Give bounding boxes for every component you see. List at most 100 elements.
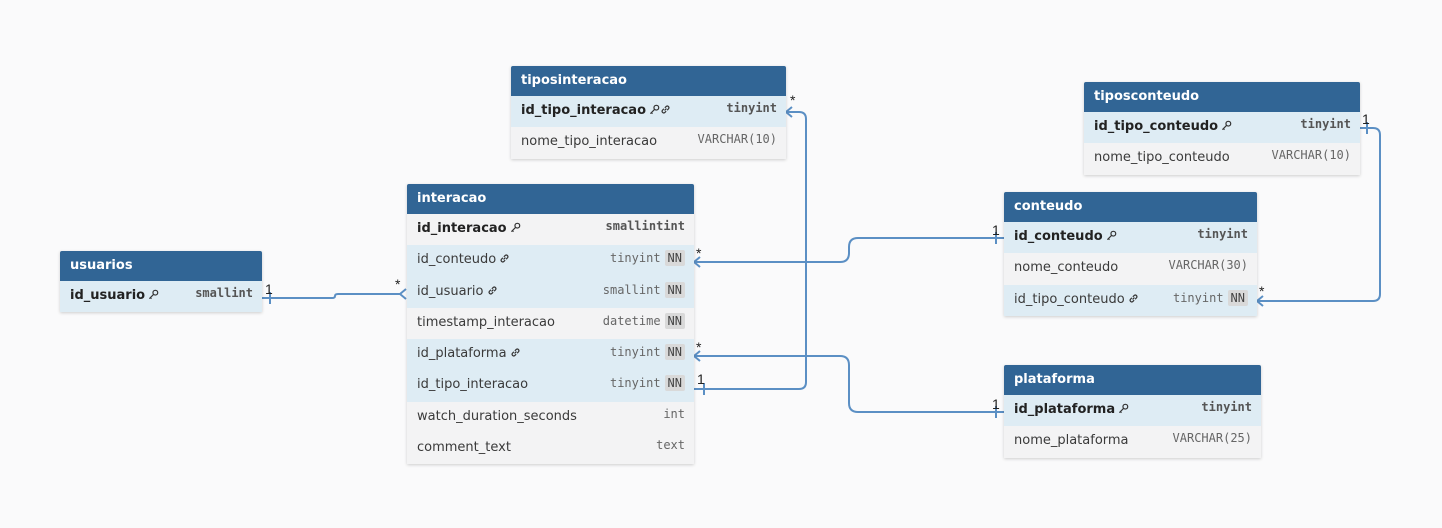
field-icons (148, 288, 159, 303)
table-header[interactable]: tiposconteudo (1084, 82, 1360, 112)
field-icons (649, 103, 671, 118)
field-type: smallint (602, 282, 661, 297)
link-usuarios-interacao[interactable] (262, 293, 400, 299)
field-name: id_conteudo (417, 252, 510, 267)
field-meta: VARCHAR(10) (1272, 148, 1351, 162)
link-icon (1128, 292, 1139, 307)
marker-many-interacao-conteudo (692, 256, 701, 268)
table-usuarios[interactable]: usuarios id_usuario smallint (60, 251, 262, 313)
table-header[interactable]: interacao (407, 184, 694, 214)
field-type: smallintint (605, 219, 685, 233)
link-tiposconteudo-conteudo[interactable] (1257, 127, 1381, 302)
field-type: tinyint (1300, 117, 1351, 131)
field-row-id-tipo-interacao[interactable]: id_tipo_interacao tinyint (511, 96, 786, 128)
field-type: tinyint (609, 251, 661, 266)
field-name-text: id_usuario (417, 283, 484, 299)
link-icon (487, 284, 498, 299)
field-name: id_tipo_conteudo (1094, 119, 1232, 134)
field-type: text (656, 438, 685, 453)
table-header[interactable]: tiposinteracao (511, 66, 786, 96)
not-null-badge: NN (664, 281, 685, 298)
field-row-nome-tipo-interacao[interactable]: nome_tipo_interacao VARCHAR(10) (511, 127, 786, 158)
field-name: id_tipo_interacao (521, 103, 671, 118)
link-conteudo-interacao[interactable] (694, 237, 1004, 263)
field-meta: VARCHAR(10) (698, 132, 777, 146)
field-name-text: id_usuario (70, 288, 146, 303)
card-tiposinteracao-many: * (790, 92, 796, 108)
key-icon (1118, 402, 1129, 417)
card-interacao-conteudo-many: * (696, 245, 702, 261)
marker-many-interacao-plataforma (692, 350, 701, 362)
table-header[interactable]: plataforma (1004, 365, 1261, 395)
field-name: id_usuario (70, 288, 159, 303)
key-icon (1221, 119, 1232, 134)
marker-many-tiposinteracao (784, 106, 793, 118)
field-name: watch_duration_seconds (417, 409, 577, 424)
field-meta: tinyint (1201, 400, 1252, 414)
field-row-id-tipo-conteudo[interactable]: id_tipo_conteudo tinyint (1084, 112, 1360, 144)
field-type: tinyint (1172, 290, 1224, 305)
table-header[interactable]: usuarios (60, 251, 262, 281)
field-meta: tinyint (726, 101, 777, 115)
field-name-text: nome_tipo_interacao (521, 134, 658, 150)
field-name: id_tipo_interacao (417, 377, 528, 392)
table-tiposconteudo[interactable]: tiposconteudo id_tipo_conteudo tinyint nome… (1084, 82, 1360, 175)
field-name: nome_conteudo (1014, 260, 1118, 275)
marker-many-conteudo-tipo (1255, 295, 1264, 307)
field-type: VARCHAR(10) (697, 132, 777, 147)
key-icon (1106, 229, 1117, 244)
not-null-badge: NN (664, 312, 685, 329)
field-type: datetime (602, 313, 661, 328)
field-type: smallint (195, 286, 253, 300)
field-name-text: id_tipo_conteudo (1014, 291, 1125, 307)
card-usuarios-one: 1 (265, 281, 273, 297)
card-tiposconteudo-one: 1 (1362, 111, 1370, 127)
field-name: id_tipo_conteudo (1014, 292, 1139, 307)
field-row-nome-tipo-conteudo[interactable]: nome_tipo_conteudo VARCHAR(10) (1084, 143, 1360, 174)
field-meta: smallint (195, 286, 253, 300)
table-interacao[interactable]: interacao id_interacao smallintint id_conte… (407, 184, 694, 465)
field-icons (1118, 402, 1129, 417)
field-type: tinyint (609, 345, 661, 360)
table-plataforma[interactable]: plataforma id_plataforma tinyint nome_plata… (1004, 365, 1261, 458)
field-name-text: comment_text (417, 440, 511, 456)
field-name: id_conteudo (1014, 229, 1117, 244)
link-icon (510, 346, 521, 361)
field-name: id_interacao (417, 221, 521, 236)
field-name: nome_plataforma (1014, 433, 1129, 448)
field-icons (487, 284, 498, 299)
table-tiposinteracao[interactable]: tiposinteracao id_tipo_interacao tinyint no… (511, 66, 786, 159)
card-interacao-plataforma-many: * (696, 339, 702, 355)
field-row-id-usuario[interactable]: id_usuario smallint (60, 281, 262, 313)
field-name-text: id_plataforma (1014, 402, 1116, 417)
card-interacao-tipo-one: 1 (697, 371, 705, 387)
field-icons (1221, 119, 1232, 134)
link-tiposinteracao-interacao[interactable] (694, 111, 807, 390)
key-icon (510, 221, 521, 236)
field-name-text: id_conteudo (1014, 229, 1103, 244)
field-row-id-plataforma[interactable]: id_plataforma tinyint (1004, 395, 1261, 427)
table-header[interactable]: conteudo (1004, 192, 1257, 222)
card-conteudo-tipo-many: * (1259, 283, 1265, 299)
field-row-id-interacao[interactable]: id_interacao smallintint (407, 214, 694, 245)
field-row-comment-text[interactable]: comment_text text (407, 433, 694, 464)
field-name: nome_tipo_conteudo (1094, 150, 1230, 165)
field-name-text: timestamp_interacao (417, 314, 555, 330)
card-plataforma-one: 1 (992, 396, 1000, 412)
field-name: comment_text (417, 440, 511, 455)
link-plataforma-interacao[interactable] (694, 355, 1004, 413)
field-name: id_usuario (417, 284, 498, 299)
